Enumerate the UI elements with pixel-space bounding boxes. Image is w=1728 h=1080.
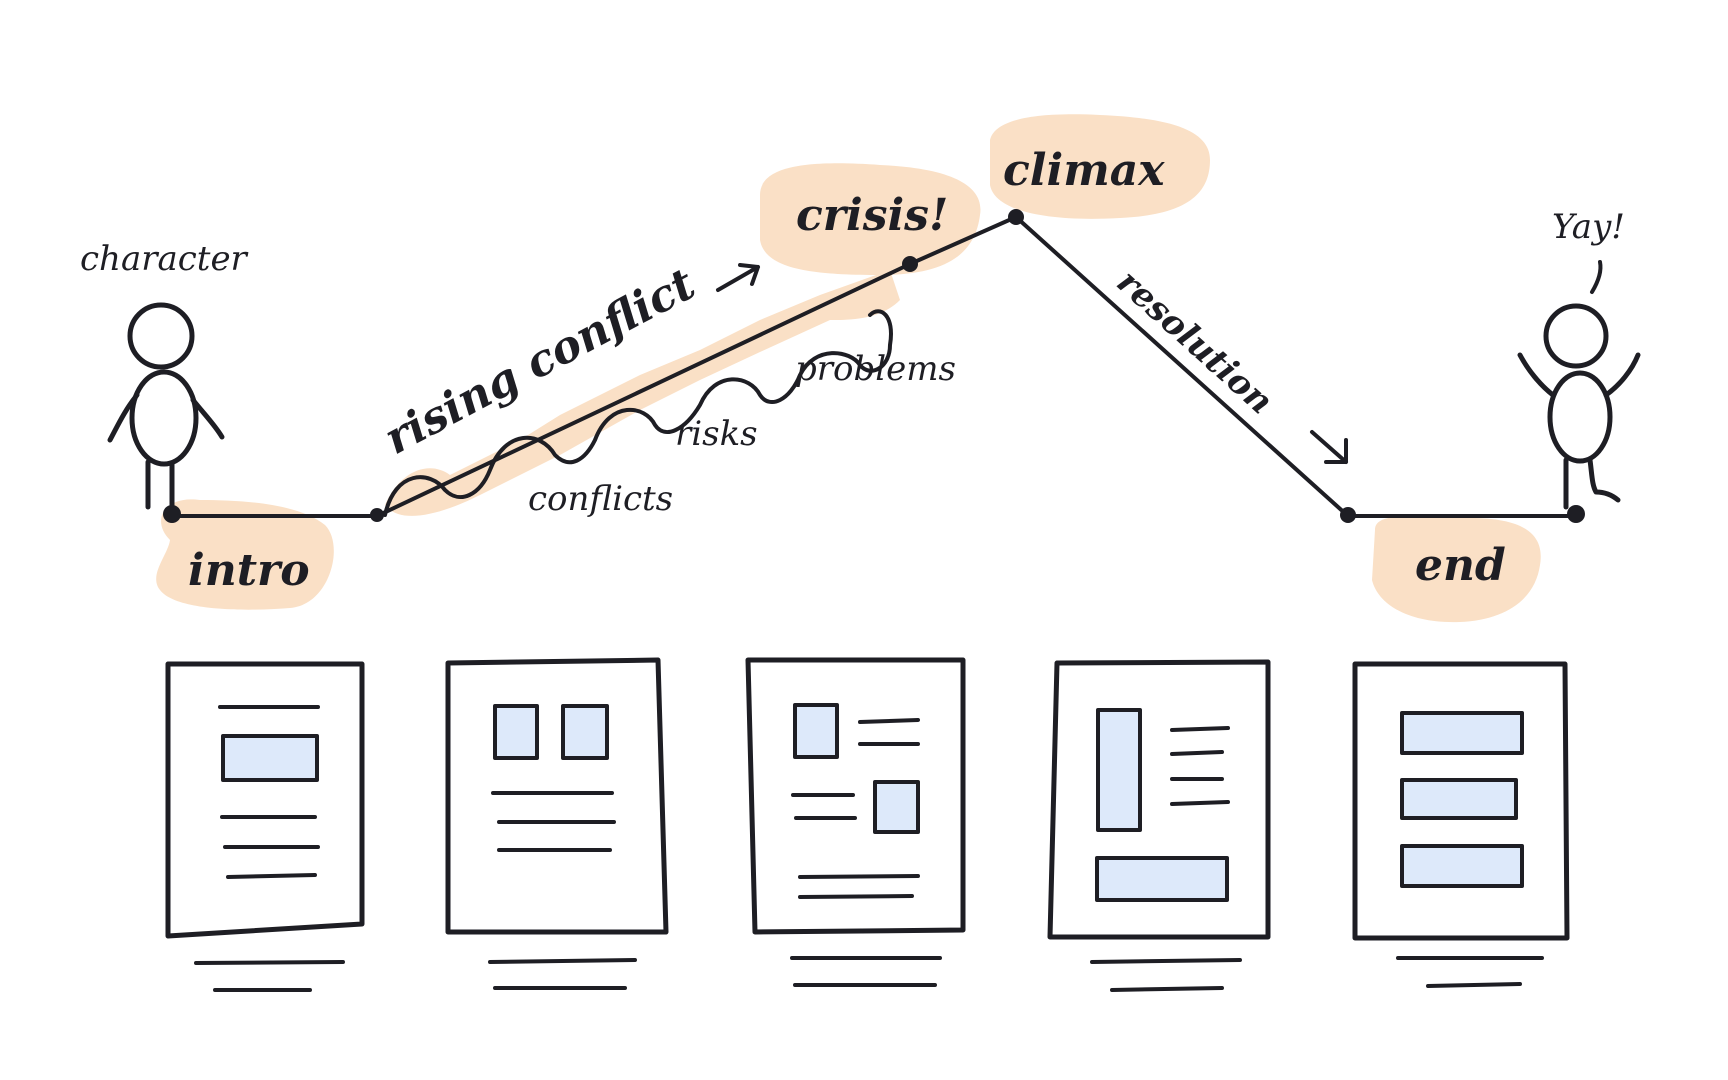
happy-right-arm <box>1603 352 1641 398</box>
page-1-frame <box>165 661 365 939</box>
page-3-image-top <box>793 703 839 759</box>
page-2-caption-lines <box>488 958 637 990</box>
end-label: end <box>1415 540 1506 591</box>
end-point <box>1567 505 1585 523</box>
crisis-point <box>902 256 918 272</box>
happy-body <box>1547 370 1613 464</box>
problems-label: problems <box>795 349 956 389</box>
page-thumbnail-2 <box>445 657 669 990</box>
page-thumbnail-1 <box>165 661 365 992</box>
crisis-to-climax-line <box>908 215 1018 266</box>
character-figure <box>107 302 225 510</box>
rising-conflict-wave <box>383 309 893 517</box>
page-2-frame <box>445 657 669 935</box>
climax-highlight <box>990 114 1210 219</box>
page-4-frame <box>1047 659 1271 940</box>
page-5-block-3 <box>1400 844 1524 888</box>
happy-head <box>1543 303 1609 369</box>
crisis-highlight <box>760 163 981 275</box>
rising-line <box>375 262 912 518</box>
page-3-caption-lines <box>790 956 942 987</box>
page-3-side-lines <box>858 718 920 746</box>
character-head <box>127 302 195 370</box>
page-1-image <box>221 734 319 782</box>
page-5-frame <box>1352 661 1570 941</box>
page-4-text-lines <box>1170 726 1230 806</box>
story-arc <box>163 209 1585 523</box>
resolution-arrow <box>1310 430 1348 464</box>
risks-label: risks <box>675 414 758 454</box>
character-body <box>129 369 199 467</box>
crisis-label: crisis! <box>796 190 948 241</box>
page-thumbnails <box>165 657 1570 992</box>
page-1-text-lines <box>220 815 320 879</box>
speech-tick <box>1590 260 1603 294</box>
character-caption: character <box>80 239 249 279</box>
end-highlight <box>1372 516 1541 623</box>
character-right-arm <box>190 397 225 440</box>
page-2-image-left <box>493 704 539 760</box>
intro-label: intro <box>188 545 310 596</box>
page-2-image-right <box>561 704 609 760</box>
rising-start-point <box>370 508 384 522</box>
climax-label: climax <box>1003 145 1165 196</box>
rising-arrow <box>716 263 760 292</box>
page-4-sidebar-image <box>1096 708 1142 832</box>
page-5-block-1 <box>1400 711 1524 755</box>
happy-right-leg <box>1587 457 1621 503</box>
page-3-frame <box>745 657 966 935</box>
page-thumbnail-5 <box>1352 661 1570 988</box>
page-3-left-lines <box>791 793 857 820</box>
page-thumbnail-4 <box>1047 659 1271 992</box>
resolution-line <box>1014 215 1350 518</box>
intro-highlight <box>156 499 334 610</box>
page-thumbnail-3 <box>745 657 966 987</box>
page-4-caption-lines <box>1090 958 1242 992</box>
page-5-block-2 <box>1400 778 1518 820</box>
page-1-caption-lines <box>194 960 345 992</box>
intro-point <box>163 505 181 523</box>
resolution-label: resolution <box>1109 262 1281 422</box>
climax-point <box>1008 209 1024 225</box>
character-left-arm <box>107 392 140 443</box>
page-3-image-bottom <box>873 780 920 834</box>
page-4-wide-image <box>1095 856 1229 902</box>
happy-figure <box>1517 260 1641 510</box>
page-2-text-lines <box>491 791 616 852</box>
happy-left-arm <box>1517 352 1556 398</box>
yay-caption: Yay! <box>1552 207 1625 247</box>
conflicts-label: conflicts <box>528 479 673 519</box>
page-5-caption-lines <box>1396 956 1544 988</box>
resolution-end-point <box>1340 507 1356 523</box>
page-3-text-lines <box>798 874 920 899</box>
